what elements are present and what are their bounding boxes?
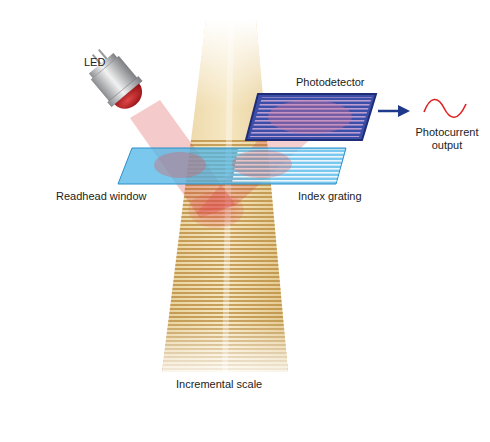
label-text: Index grating — [298, 190, 362, 203]
photodetector — [246, 94, 376, 140]
readhead-window — [118, 148, 346, 184]
output-arrow — [398, 105, 410, 117]
label-text: LED — [84, 56, 105, 69]
label-text: Photocurrent output — [412, 126, 482, 152]
led — [78, 41, 151, 117]
label-text: Readhead window — [56, 190, 147, 203]
sine-wave — [424, 99, 466, 117]
label-text: Photodetector — [296, 76, 365, 89]
label-text: Incremental scale — [176, 378, 262, 391]
scale-spot — [188, 192, 244, 228]
index-grating — [232, 149, 345, 183]
